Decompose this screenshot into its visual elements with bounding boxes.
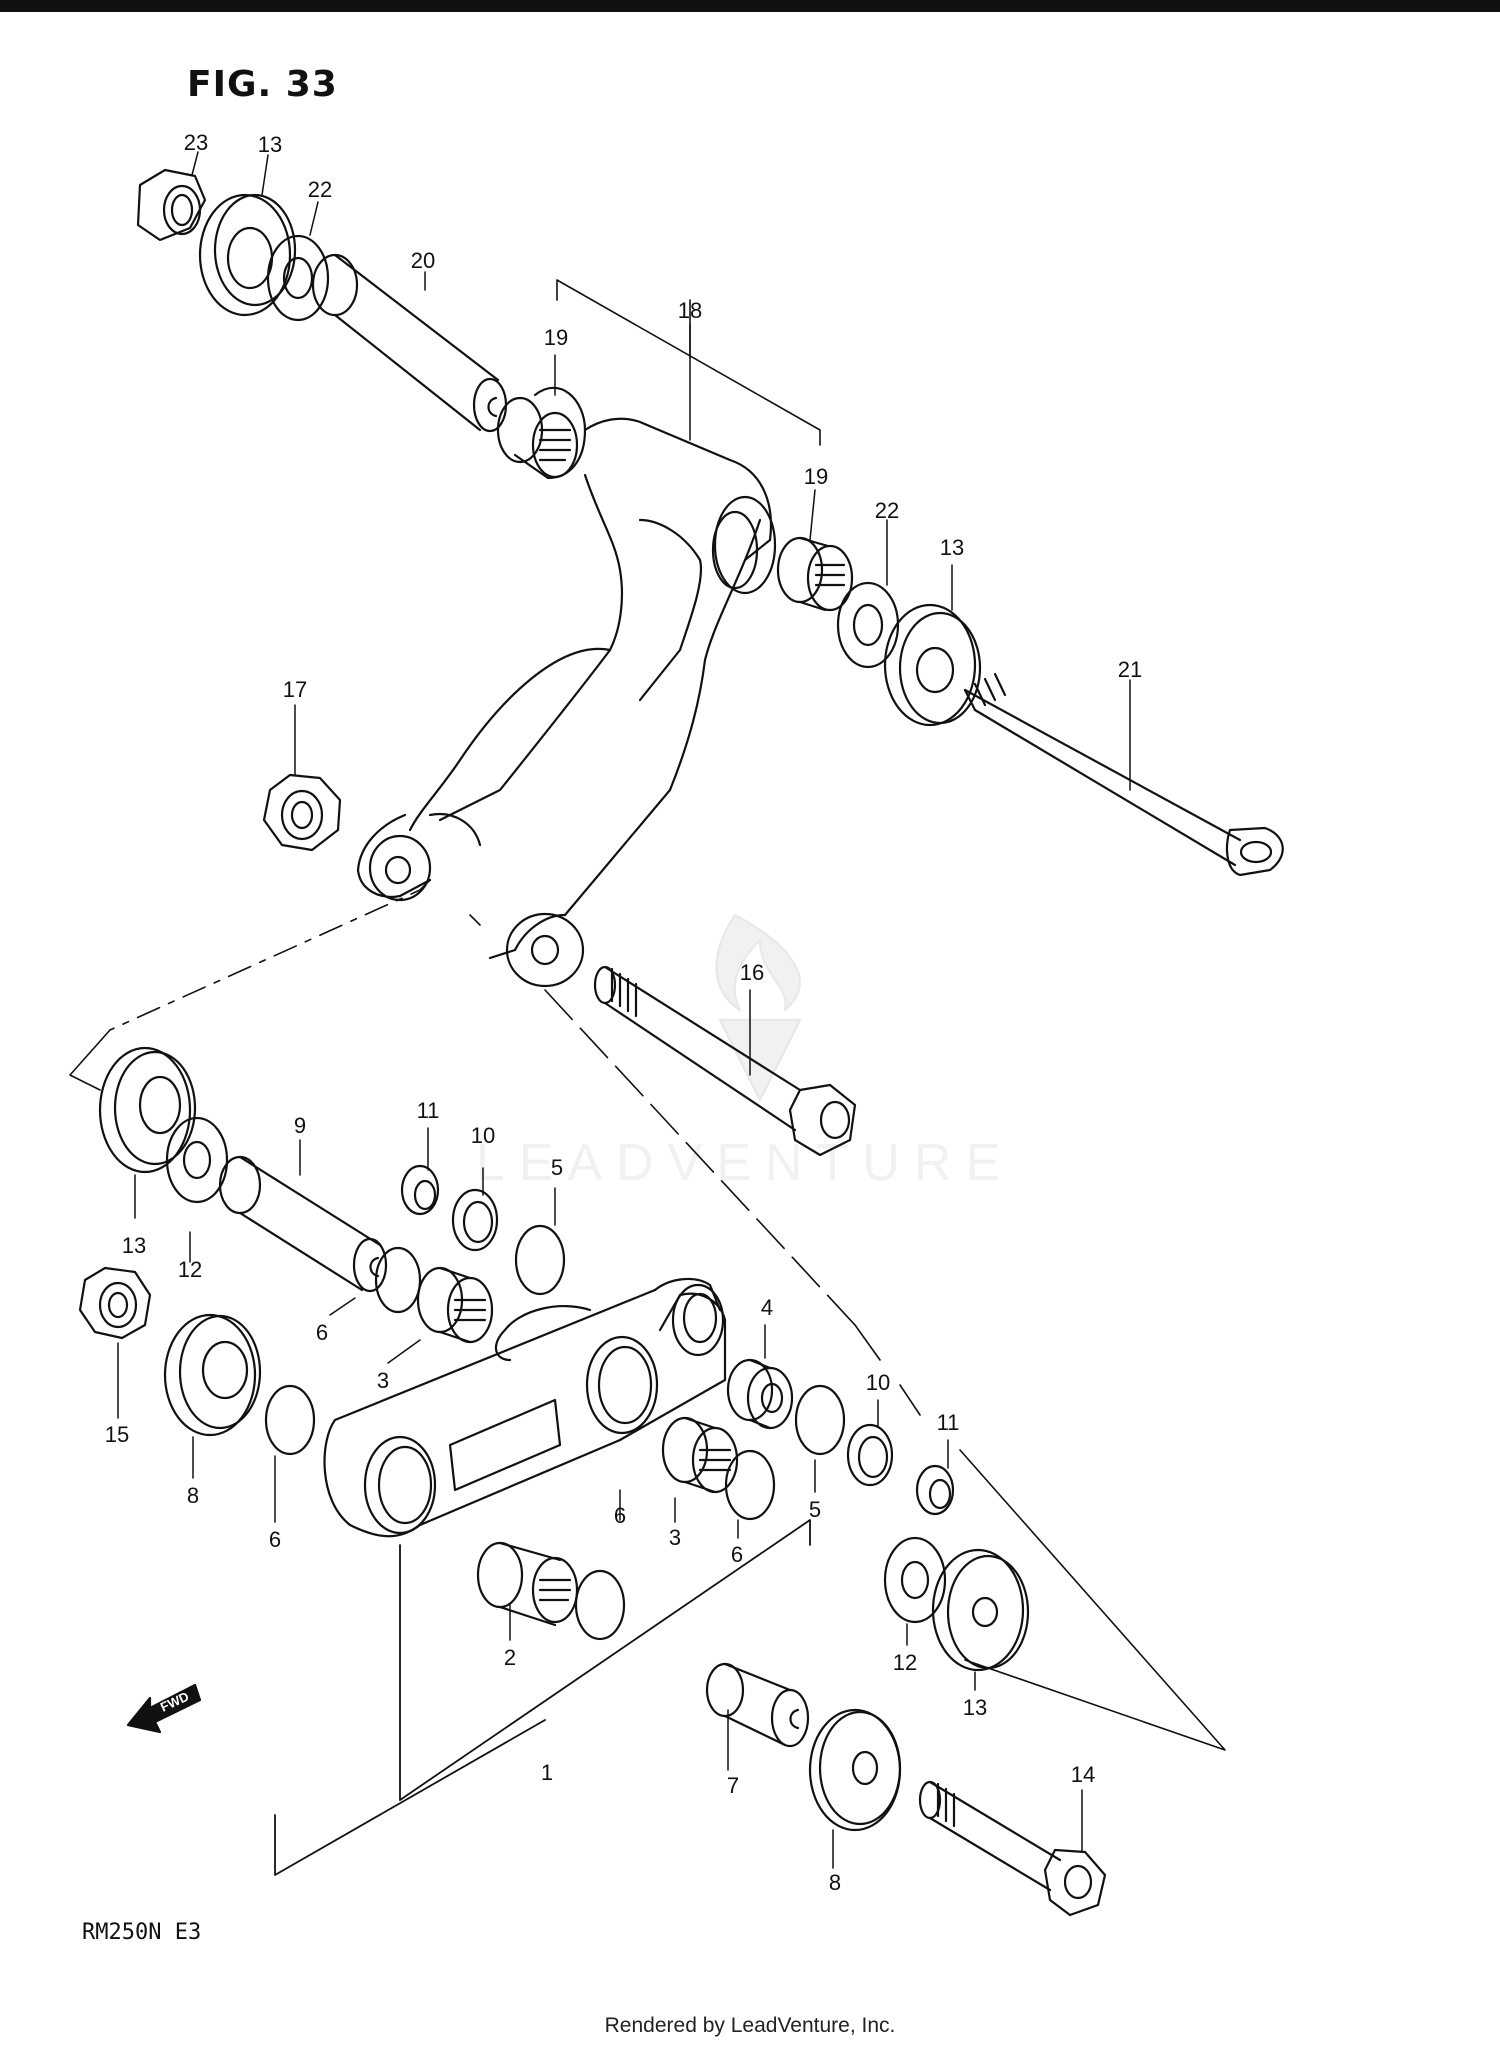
callout-10: 10 — [866, 1370, 890, 1395]
callout-18: 18 — [678, 298, 702, 323]
part-3-bearing-b — [661, 1416, 739, 1494]
part-8-cap-right — [808, 1708, 902, 1832]
part-11-collar-b — [915, 1464, 955, 1516]
part-8-cap-left — [163, 1313, 262, 1437]
callout-13: 13 — [122, 1233, 146, 1258]
callout-1: 1 — [541, 1760, 553, 1785]
callout-4: 4 — [761, 1295, 773, 1320]
callout-16: 16 — [740, 960, 764, 985]
callout-5: 5 — [809, 1497, 821, 1522]
callout-10: 10 — [471, 1123, 495, 1148]
part-2-bearing — [476, 1541, 579, 1627]
part-12-washer-lower-left — [165, 1116, 229, 1204]
callout-22: 22 — [875, 498, 899, 523]
part-15-nut — [78, 1266, 152, 1340]
model-code: RM250N E3 — [82, 1920, 202, 1945]
part-6-ring-d — [574, 1569, 626, 1641]
callout-21: 21 — [1118, 657, 1142, 682]
part-6-ring-c — [724, 1449, 776, 1521]
part-11-collar-a — [400, 1164, 440, 1216]
callout-19: 19 — [804, 464, 828, 489]
callout-11: 11 — [417, 1098, 440, 1123]
part-23-nut — [136, 168, 207, 242]
callout-3: 3 — [377, 1368, 389, 1393]
part-1-cushion-rod — [323, 1277, 727, 1538]
callout-12: 12 — [178, 1257, 202, 1282]
watermark-text: LEADVENTURE — [476, 1134, 1014, 1192]
part-3-bearing-a — [416, 1266, 494, 1344]
part-5-ring-a — [514, 1224, 566, 1296]
part-6-ring-a — [374, 1246, 422, 1314]
part-13-cap-lower-right — [931, 1548, 1030, 1672]
part-18-cushion-lever — [356, 417, 777, 988]
part-7-collar — [705, 1662, 810, 1748]
callout-19: 19 — [544, 325, 568, 350]
part-16-bolt — [593, 965, 857, 1157]
callout-14: 14 — [1071, 1762, 1095, 1787]
callout-22: 22 — [308, 177, 332, 202]
bracket-part-1 — [274, 1519, 811, 1876]
forward-arrow: FWD — [126, 1683, 202, 1734]
part-20-sleeve — [311, 253, 508, 433]
part-22-washer-right — [836, 581, 900, 669]
callout-13: 13 — [258, 132, 282, 157]
part-13-cap-upper — [198, 193, 297, 317]
part-13-cap-right — [883, 603, 982, 727]
leadventure-watermark: LEADVENTURE — [476, 913, 1014, 1192]
render-credit: Rendered by LeadVenture, Inc. — [604, 2014, 896, 2037]
callout-11: 11 — [937, 1410, 960, 1435]
callout-leaders — [117, 151, 1131, 1869]
callout-labels: 23 13 22 20 19 18 19 22 13 21 17 16 9 11… — [105, 130, 1142, 1895]
part-19-bearing-left — [496, 386, 587, 480]
callout-3: 3 — [669, 1525, 681, 1550]
part-13-cap-lower-left — [98, 1046, 197, 1174]
part-10-seal-a — [451, 1188, 499, 1252]
callout-6: 6 — [269, 1527, 281, 1552]
callout-6: 6 — [316, 1320, 328, 1345]
part-10-seal-b — [846, 1423, 894, 1487]
callout-8: 8 — [829, 1870, 841, 1895]
assembly-guide-lines — [69, 879, 1226, 1751]
part-5-ring-b — [794, 1384, 846, 1456]
callout-12: 12 — [893, 1650, 917, 1675]
part-4-spacer — [726, 1358, 794, 1430]
part-14-bolt — [918, 1780, 1107, 1917]
callout-5: 5 — [551, 1155, 563, 1180]
callout-23: 23 — [184, 130, 208, 155]
part-6-ring-b — [264, 1384, 316, 1456]
part-22-washer-upper — [266, 234, 330, 322]
part-21-bolt-long — [963, 672, 1284, 877]
top-border — [0, 0, 1500, 12]
part-17-nut — [262, 773, 342, 852]
callout-8: 8 — [187, 1483, 199, 1508]
callout-2: 2 — [504, 1645, 516, 1670]
figure-title: FIG. 33 — [187, 64, 338, 105]
callout-20: 20 — [411, 248, 435, 273]
callout-9: 9 — [294, 1113, 306, 1138]
callout-6: 6 — [614, 1503, 626, 1528]
callout-13: 13 — [963, 1695, 987, 1720]
callout-13: 13 — [940, 535, 964, 560]
part-9-sleeve — [218, 1155, 388, 1293]
callout-15: 15 — [105, 1422, 129, 1447]
part-19-bearing-right — [776, 536, 854, 612]
part-12-washer-lower-right — [883, 1536, 947, 1624]
callout-6: 6 — [731, 1542, 743, 1567]
callout-7: 7 — [727, 1773, 739, 1798]
callout-17: 17 — [283, 677, 307, 702]
